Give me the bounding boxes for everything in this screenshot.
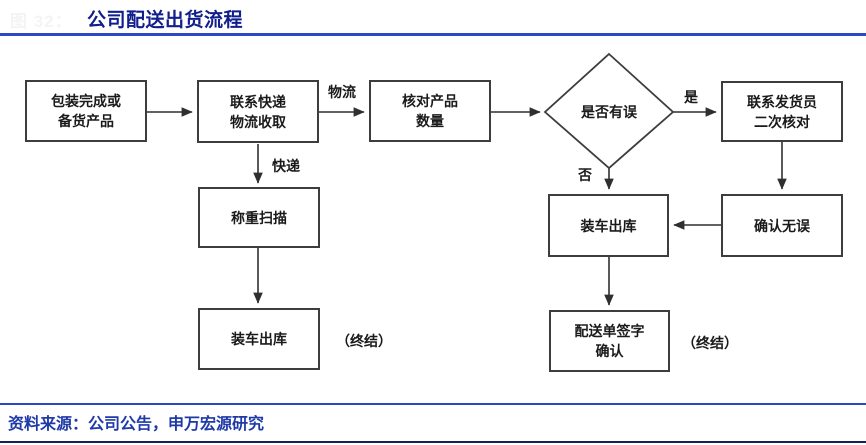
node-delivery-note-sign-label-line1: 配送单签字 — [574, 323, 645, 339]
decision-diamond — [543, 52, 675, 170]
node-packaging-label-line1: 包装完成或 — [51, 93, 121, 109]
edge-label-logistics: 物流 — [328, 84, 356, 100]
node-load-dispatch-left-label: 装车出库 — [231, 331, 287, 347]
title-underline — [0, 33, 866, 36]
node-decision-error-label: 是否有误 — [581, 104, 637, 120]
node-verify-quantity-label-line2: 数量 — [416, 113, 444, 129]
node-load-dispatch-mid: 装车出库 — [548, 194, 669, 257]
node-contact-shipper: 联系发货员 二次核对 — [721, 81, 843, 142]
edge-label-no: 否 — [578, 167, 592, 183]
node-delivery-note-sign-label-line2: 确认 — [595, 343, 624, 359]
node-packaging-label-line2: 备货产品 — [58, 113, 114, 129]
node-contact-shipper-label-line1: 联系发货员 — [747, 93, 817, 110]
node-contact-courier-label-line1: 联系快递 — [230, 93, 286, 110]
node-contact-courier: 联系快递 物流收取 — [197, 80, 319, 143]
figure-number-label: 图 32： — [10, 12, 73, 31]
node-contact-shipper-label-line2: 二次核对 — [754, 113, 810, 130]
node-load-dispatch-left: 装车出库 — [198, 308, 320, 370]
node-delivery-note-sign: 配送单签字 确认 — [549, 310, 670, 372]
node-load-dispatch-mid-label: 装车出库 — [580, 217, 637, 234]
node-confirm-correct: 确认无误 — [721, 194, 843, 257]
node-confirm-correct-label: 确认无误 — [754, 217, 810, 234]
node-packaging: 包装完成或 备货产品 — [25, 80, 147, 142]
terminal-label-left: （终结） — [336, 333, 392, 349]
node-verify-quantity-label-line1: 核对产品 — [402, 93, 458, 109]
node-weigh-scan-label: 称重扫描 — [231, 209, 287, 226]
page-title: 公司配送出货流程 — [87, 10, 244, 31]
terminal-label-mid: （终结） — [682, 335, 738, 351]
edge-label-yes: 是 — [684, 89, 698, 105]
footer-bottom-rule — [0, 441, 866, 443]
source-text: 资料来源：公司公告，申万宏源研究 — [8, 416, 265, 433]
footer-top-rule — [0, 403, 866, 405]
edge-label-express: 快递 — [272, 158, 300, 174]
node-verify-quantity: 核对产品 数量 — [369, 80, 491, 142]
node-contact-courier-label-line2: 物流收取 — [230, 113, 286, 130]
node-weigh-scan: 称重扫描 — [198, 187, 320, 248]
flowchart-edges — [147, 107, 787, 306]
